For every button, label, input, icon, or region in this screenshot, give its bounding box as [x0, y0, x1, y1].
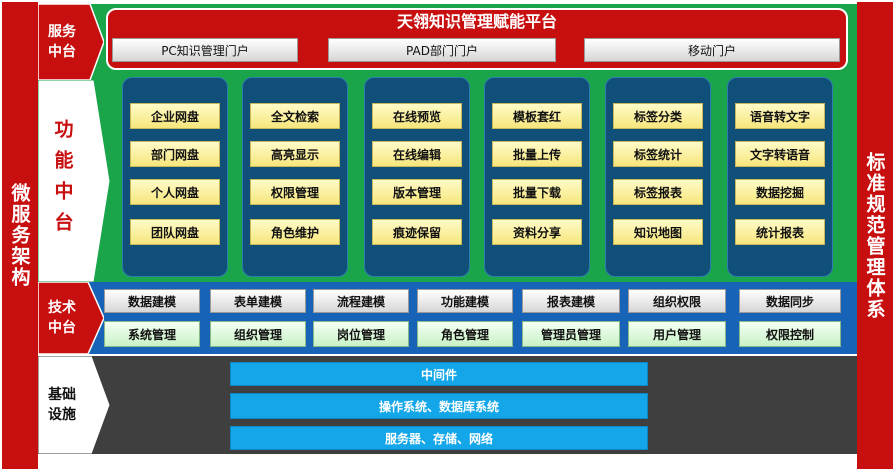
function-item[interactable]: 批量下载 — [492, 179, 582, 205]
function-label-arrow — [38, 80, 110, 282]
portal-pad[interactable]: PAD部门门户 — [328, 38, 556, 62]
infra-middleware[interactable]: 中间件 — [230, 362, 648, 386]
left-pillar: 微服务架构 — [2, 2, 38, 469]
function-item[interactable]: 团队网盘 — [130, 219, 220, 245]
function-item[interactable]: 企业网盘 — [130, 103, 220, 129]
tech-row2-item[interactable]: 权限控制 — [739, 321, 841, 347]
right-pillar: 标准规范管理体系 — [857, 2, 893, 469]
function-item[interactable]: 高亮显示 — [250, 141, 340, 167]
function-item[interactable]: 全文检索 — [250, 103, 340, 129]
tech-row1-item[interactable]: 数据同步 — [739, 289, 841, 313]
tech-row2-item[interactable]: 管理员管理 — [522, 321, 620, 347]
infra-server-storage-network[interactable]: 服务器、存储、网络 — [230, 426, 648, 450]
infra-label-arrow — [38, 356, 110, 454]
left-pillar-label: 微服务架构 — [8, 183, 31, 288]
tech-row2-item[interactable]: 用户管理 — [628, 321, 726, 347]
tech-row1-item[interactable]: 功能建模 — [417, 289, 513, 313]
platform-title: 天翎知识管理赋能平台 — [396, 12, 557, 31]
service-label-arrow — [38, 4, 104, 80]
function-item[interactable]: 在线编辑 — [372, 141, 462, 167]
function-item[interactable]: 统计报表 — [735, 219, 825, 245]
portal-pc[interactable]: PC知识管理门户 — [112, 38, 298, 62]
tech-row1-item[interactable]: 组织权限 — [628, 289, 726, 313]
function-item[interactable]: 痕迹保留 — [372, 219, 462, 245]
tech-row1-item[interactable]: 数据建模 — [104, 289, 200, 313]
function-item[interactable]: 数据挖掘 — [735, 179, 825, 205]
tech-row2-item[interactable]: 系统管理 — [104, 321, 200, 347]
function-item[interactable]: 在线预览 — [372, 103, 462, 129]
tech-row1-item[interactable]: 表单建模 — [210, 289, 306, 313]
infra-os-db[interactable]: 操作系统、数据库系统 — [230, 393, 648, 419]
tech-row2-item[interactable]: 岗位管理 — [313, 321, 409, 347]
tech-layer-label: 技术中台 — [48, 300, 76, 336]
function-item[interactable]: 文字转语音 — [735, 141, 825, 167]
infra-layer-label: 基础设施 — [48, 387, 76, 423]
portal-mobile[interactable]: 移动门户 — [584, 38, 840, 62]
function-item[interactable]: 个人网盘 — [130, 179, 220, 205]
tech-row1-item[interactable]: 流程建模 — [313, 289, 409, 313]
tech-row2-item[interactable]: 角色管理 — [417, 321, 513, 347]
tech-row1-item[interactable]: 报表建模 — [522, 289, 620, 313]
tech-row2-item[interactable]: 组织管理 — [210, 321, 306, 347]
function-item[interactable]: 资料分享 — [492, 219, 582, 245]
function-layer-label: 功能中台 — [51, 119, 74, 243]
tech-label-arrow — [38, 282, 104, 354]
function-item[interactable]: 部门网盘 — [130, 141, 220, 167]
function-item[interactable]: 标签报表 — [613, 179, 703, 205]
function-item[interactable]: 批量上传 — [492, 141, 582, 167]
function-item[interactable]: 标签统计 — [613, 141, 703, 167]
function-item[interactable]: 版本管理 — [372, 179, 462, 205]
function-item[interactable]: 知识地图 — [613, 219, 703, 245]
function-item[interactable]: 模板套红 — [492, 103, 582, 129]
bottom-gap — [38, 454, 857, 469]
function-item[interactable]: 标签分类 — [613, 103, 703, 129]
service-layer-label: 服务中台 — [48, 24, 76, 60]
right-pillar-label: 标准规范管理体系 — [863, 151, 886, 320]
function-item[interactable]: 角色维护 — [250, 219, 340, 245]
function-item[interactable]: 语音转文字 — [735, 103, 825, 129]
function-item[interactable]: 权限管理 — [250, 179, 340, 205]
